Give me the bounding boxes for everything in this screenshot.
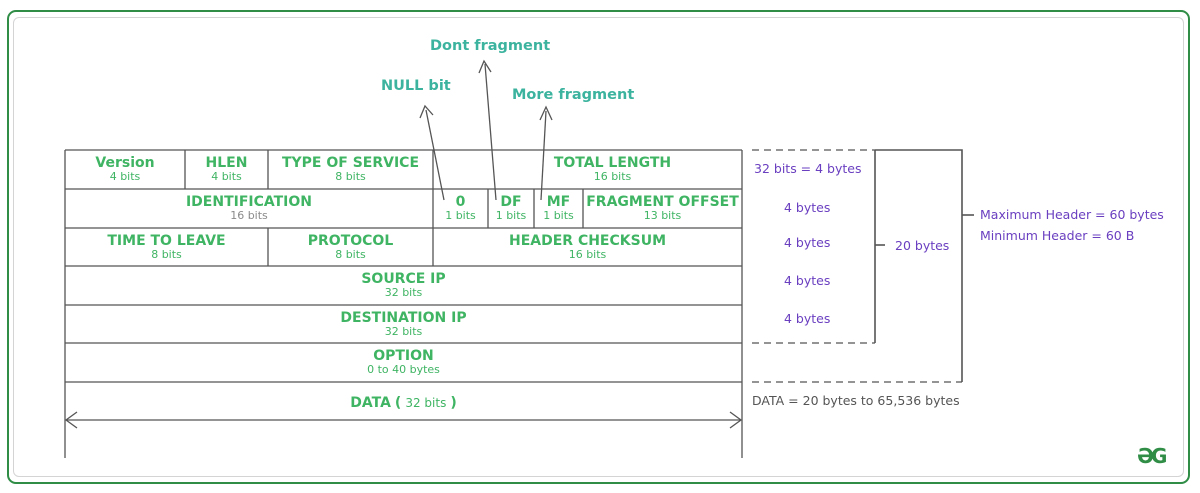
field-name: MF xyxy=(546,194,571,211)
field-time-to-leave: TIME TO LEAVE 8 bits xyxy=(65,228,268,266)
field-bits: 16 bits xyxy=(230,209,268,223)
field-bits: 0 to 40 bytes xyxy=(367,363,440,377)
arrowhead xyxy=(419,104,434,119)
pointer-dont-fragment xyxy=(484,63,497,201)
pointer-null-bit xyxy=(425,109,445,201)
field-bits: 4 bits xyxy=(109,170,141,184)
field-name: IDENTIFICATION xyxy=(185,194,313,211)
field-bits: 8 bits xyxy=(151,247,182,261)
arrowhead xyxy=(478,59,492,74)
field-name: TOTAL LENGTH xyxy=(553,155,672,172)
field-bits: 1 bits xyxy=(495,209,527,223)
outer-frame xyxy=(7,10,1190,484)
field-zero-bit: 0 1 bits xyxy=(433,189,488,228)
field-bits: 16 bits xyxy=(593,170,632,184)
inner-frame xyxy=(13,17,1184,477)
field-name: 0 xyxy=(455,194,466,211)
paren-open: ( xyxy=(394,395,402,411)
twenty-bytes-label: 20 bytes xyxy=(895,238,950,253)
field-bits: 4 bits xyxy=(211,170,242,184)
field-name: SOURCE IP xyxy=(361,271,446,288)
field-name: OPTION xyxy=(373,348,434,365)
field-mf: MF 1 bits xyxy=(534,189,583,228)
field-fragment-offset: FRAGMENT OFFSET 13 bits xyxy=(583,189,742,228)
field-name: PROTOCOL xyxy=(307,232,394,249)
bytes-row-1: 32 bits = 4 bytes xyxy=(754,161,862,176)
field-option: OPTION 0 to 40 bytes xyxy=(65,343,742,382)
data-range-label: DATA = 20 bytes to 65,536 bytes xyxy=(752,393,960,408)
field-source-ip: SOURCE IP 32 bits xyxy=(65,266,742,305)
label-more-fragment: More fragment xyxy=(512,87,635,103)
field-bits: 32 bits xyxy=(405,396,447,410)
field-total-length: TOTAL LENGTH 16 bits xyxy=(483,150,742,189)
label-dont-fragment: Dont fragment xyxy=(430,38,551,54)
field-bits: 32 bits xyxy=(384,286,423,300)
field-version: Version 4 bits xyxy=(65,150,185,189)
field-bits: 16 bits xyxy=(568,247,607,261)
field-hlen: HLEN 4 bits xyxy=(185,150,268,189)
min-header-label: Minimum Header = 60 B xyxy=(980,228,1135,243)
field-name: HLEN xyxy=(205,155,248,172)
paren-close: ) xyxy=(450,395,457,411)
bytes-row-2: 4 bytes xyxy=(784,200,831,215)
field-name: FRAGMENT OFFSET xyxy=(586,194,739,211)
field-name: DESTINATION IP xyxy=(340,309,467,326)
field-bits: 32 bits xyxy=(384,324,423,338)
pointer-more-fragment xyxy=(540,110,547,201)
field-name: HEADER CHECKSUM xyxy=(508,232,666,249)
bracket-header xyxy=(875,149,963,382)
field-name: TYPE OF SERVICE xyxy=(281,155,420,172)
bytes-row-5: 4 bytes xyxy=(784,311,831,326)
arrowhead xyxy=(729,411,743,429)
field-type-of-service: TYPE OF SERVICE 8 bits xyxy=(268,150,433,189)
arrowhead xyxy=(64,411,78,429)
geeksforgeeks-logo: ƏG xyxy=(1137,444,1167,468)
field-bits: 13 bits xyxy=(643,209,682,223)
field-df: DF 1 bits xyxy=(488,189,534,228)
field-bits: 1 bits xyxy=(445,209,476,223)
bytes-row-4: 4 bytes xyxy=(784,273,831,288)
field-data: DATA ( 32 bits ) xyxy=(65,383,742,423)
field-bits: 8 bits xyxy=(335,170,366,184)
field-name: DF xyxy=(500,194,522,211)
label-null-bit: NULL bit xyxy=(381,78,451,94)
arrowhead xyxy=(539,105,553,121)
field-protocol: PROTOCOL 8 bits xyxy=(268,228,433,266)
field-name: Version xyxy=(95,155,155,172)
field-destination-ip: DESTINATION IP 32 bits xyxy=(65,305,742,343)
field-header-checksum: HEADER CHECKSUM 16 bits xyxy=(433,228,742,266)
field-identification: IDENTIFICATION 16 bits xyxy=(65,189,433,228)
field-name: DATA xyxy=(350,395,391,411)
field-name: TIME TO LEAVE xyxy=(107,232,226,249)
max-header-label: Maximum Header = 60 bytes xyxy=(980,207,1164,222)
field-bits: 1 bits xyxy=(543,209,574,223)
field-bits: 8 bits xyxy=(335,247,366,261)
bytes-row-3: 4 bytes xyxy=(784,235,831,250)
